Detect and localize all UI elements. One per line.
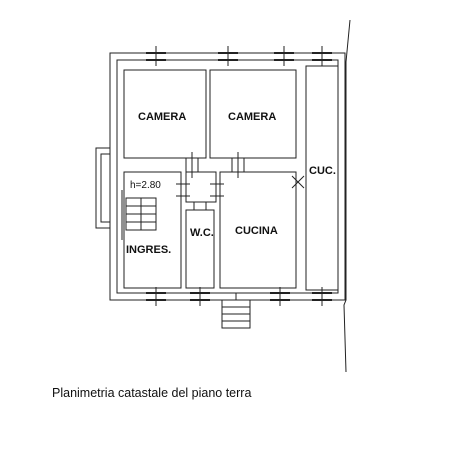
room-label-camera-right: CAMERA bbox=[228, 111, 276, 123]
room-label-cucina: CUCINA bbox=[235, 225, 278, 237]
camera-left-walls bbox=[123, 69, 207, 159]
room-label-cuc: CUC. bbox=[309, 165, 336, 177]
stair-height-label: h=2.80 bbox=[130, 180, 161, 191]
side-steps-outer bbox=[95, 147, 111, 229]
cucina-walls bbox=[219, 171, 297, 289]
cuc-nook-walls bbox=[305, 65, 339, 291]
ingresso-walls bbox=[123, 171, 182, 289]
hall-walls bbox=[185, 171, 217, 203]
plan-caption: Planimetria catastale del piano terra bbox=[52, 386, 252, 400]
camera-right-walls bbox=[209, 69, 297, 159]
stair bbox=[121, 190, 157, 240]
window-marks bbox=[146, 46, 332, 306]
boundary-line bbox=[343, 19, 351, 373]
side-steps-inner bbox=[100, 153, 111, 223]
door-marks bbox=[176, 152, 305, 210]
room-label-ingresso: INGRES. bbox=[126, 244, 171, 256]
room-label-wc: W.C. bbox=[190, 227, 214, 239]
wc-walls bbox=[185, 209, 215, 289]
room-label-camera-left: CAMERA bbox=[138, 111, 186, 123]
